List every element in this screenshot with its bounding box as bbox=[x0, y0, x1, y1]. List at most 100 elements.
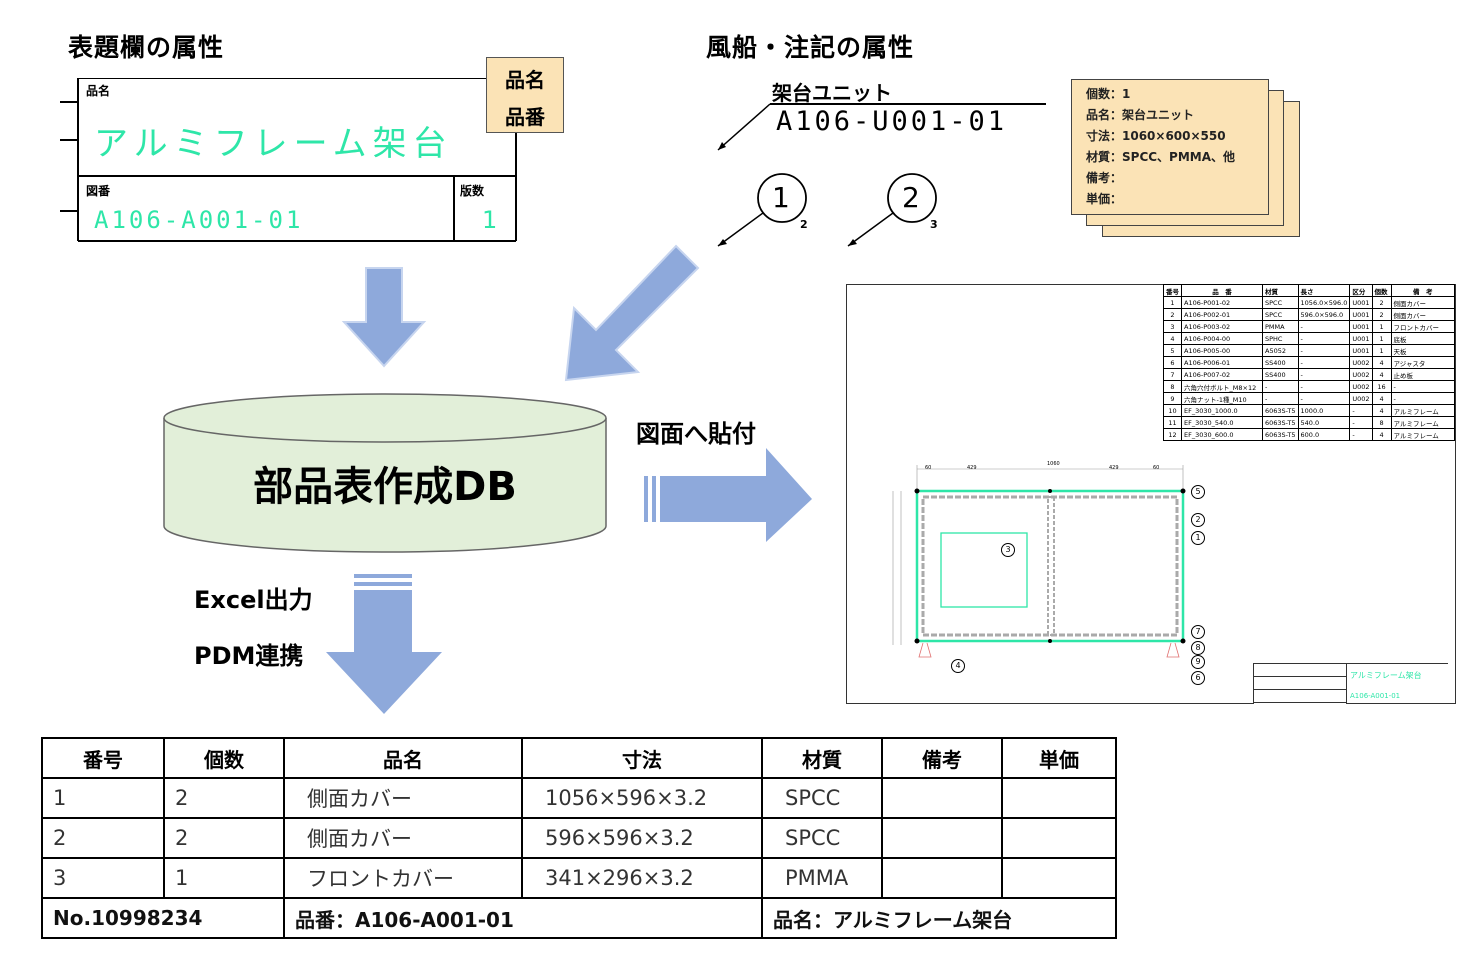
dimension-label: 429 bbox=[1109, 465, 1119, 471]
drawing-balloon: 5 bbox=[1191, 485, 1205, 499]
cell: - bbox=[1297, 392, 1351, 405]
revision-value: 1 bbox=[482, 206, 498, 234]
cell: - bbox=[1262, 392, 1299, 405]
cell: 品 番 bbox=[1181, 284, 1263, 297]
cell bbox=[881, 817, 1003, 859]
database-label: 部品表作成DB bbox=[253, 464, 517, 510]
cell: 4 bbox=[1371, 356, 1392, 369]
excel-label: Excel出力 bbox=[194, 586, 313, 614]
cell: SPCC bbox=[1262, 296, 1299, 309]
arrow-down-icon bbox=[341, 267, 427, 368]
drawing-table-header: 番号 品 番 材質 長さ 区分 個数 備 考 bbox=[1163, 284, 1456, 297]
cell: - bbox=[1297, 320, 1351, 333]
cell: U001 bbox=[1349, 344, 1373, 357]
cell: - bbox=[1390, 380, 1456, 393]
balloon-graphics bbox=[717, 103, 1046, 247]
cell: - bbox=[1262, 380, 1299, 393]
bom-header-row: 番号 個数 品名 寸法 材質 備考 単価 bbox=[41, 737, 1117, 779]
drawing-balloon: 4 bbox=[951, 659, 965, 673]
paste-label: 図面へ貼付 bbox=[636, 420, 756, 448]
cell: 1 bbox=[41, 777, 165, 819]
cell: A106-P002-01 bbox=[1181, 308, 1263, 321]
arrow-right-icon bbox=[660, 448, 812, 542]
cell: 1000.0 bbox=[1297, 404, 1351, 417]
pdm-label: PDM連携 bbox=[194, 642, 304, 670]
cell: 2 bbox=[1163, 308, 1182, 321]
cell: 16 bbox=[1371, 380, 1392, 393]
cell: 4 bbox=[1371, 428, 1392, 441]
cell: 側面カバー bbox=[283, 777, 523, 819]
cell: EF_3030_600.0 bbox=[1181, 428, 1263, 441]
bom-header: 材質 bbox=[761, 737, 883, 779]
cell: 六角穴付ボルト_M8×12 bbox=[1181, 380, 1263, 393]
tag-number: 品番 bbox=[505, 105, 545, 129]
cell: U002 bbox=[1349, 380, 1373, 393]
drawing-balloon: 3 bbox=[1001, 543, 1015, 557]
cell: - bbox=[1390, 392, 1456, 405]
cell: 2 bbox=[163, 777, 285, 819]
bom-header: 備考 bbox=[881, 737, 1003, 779]
table-row: 2 2 側面カバー 596×596×3.2 SPCC bbox=[41, 817, 1117, 859]
cell: U001 bbox=[1349, 308, 1373, 321]
balloon-1-number: 1 bbox=[772, 181, 790, 214]
table-row: 3 1 フロントカバー 341×296×3.2 PMMA bbox=[41, 857, 1117, 899]
balloon-heading: 風船・注記の属性 bbox=[706, 33, 915, 62]
cell: U002 bbox=[1349, 368, 1373, 381]
cell: 4 bbox=[1163, 332, 1182, 345]
footer-part-name: 品名：アルミフレーム架台 bbox=[761, 897, 1117, 939]
cell: 596×596×3.2 bbox=[521, 817, 763, 859]
cell: U001 bbox=[1349, 320, 1373, 333]
title-block: 品名 アルミフレーム架台 図番 A106-A001-01 版数 1 bbox=[60, 78, 518, 243]
cell: U001 bbox=[1349, 332, 1373, 345]
bom-header: 寸法 bbox=[521, 737, 763, 779]
drawing-balloon: 1 bbox=[1191, 531, 1205, 545]
cell: 六角ナット-1種_M10 bbox=[1181, 392, 1263, 405]
cell: SPHC bbox=[1262, 332, 1299, 345]
note-card: 個数：1 品名：架台ユニット 寸法：1060×600×550 材質：SPCC、P… bbox=[1071, 79, 1269, 215]
cell: 2 bbox=[163, 817, 285, 859]
cell: フロントカバー bbox=[283, 857, 523, 899]
tag-name: 品名 bbox=[505, 68, 545, 92]
unit-name: 架台ユニット bbox=[772, 81, 892, 105]
cell: 長さ bbox=[1297, 284, 1351, 297]
cell: 1 bbox=[1371, 320, 1392, 333]
cell: SS400 bbox=[1262, 356, 1299, 369]
cell: 4 bbox=[1371, 368, 1392, 381]
dimension-label: 1060 bbox=[1047, 461, 1060, 467]
cell bbox=[881, 857, 1003, 899]
cell: A106-P007-02 bbox=[1181, 368, 1263, 381]
cell: - bbox=[1349, 404, 1373, 417]
footer-no: No.10998234 bbox=[41, 897, 285, 939]
cell: 6063S-T5 bbox=[1262, 404, 1299, 417]
cell: 9 bbox=[1163, 392, 1182, 405]
dimension-label: 60 bbox=[925, 465, 932, 471]
drawing-balloon: 2 bbox=[1191, 513, 1205, 527]
cell bbox=[1001, 857, 1117, 899]
note-line: 材質：SPCC、PMMA、他 bbox=[1086, 150, 1236, 164]
cell: 1056×596×3.2 bbox=[521, 777, 763, 819]
cell: アルミフレーム bbox=[1390, 416, 1456, 429]
cell: アジャスタ bbox=[1390, 356, 1456, 369]
drawing-no-value: A106-A001-01 bbox=[94, 206, 304, 234]
cell: アルミフレーム bbox=[1390, 404, 1456, 417]
cell: 備 考 bbox=[1390, 284, 1456, 297]
title-attr-tag: 品名 品番 bbox=[486, 57, 564, 133]
bom-header: 品名 bbox=[283, 737, 523, 779]
note-line: 品名：架台ユニット bbox=[1086, 108, 1195, 122]
arrow-diagonal-icon bbox=[564, 244, 700, 382]
cell: EF_3030_1000.0 bbox=[1181, 404, 1263, 417]
cell bbox=[1001, 777, 1117, 819]
cell: - bbox=[1297, 368, 1351, 381]
cell: 側面カバー bbox=[283, 817, 523, 859]
cell: 7 bbox=[1163, 368, 1182, 381]
table-row: 1 2 側面カバー 1056×596×3.2 SPCC bbox=[41, 777, 1117, 819]
cell: 5 bbox=[1163, 344, 1182, 357]
cell: 6 bbox=[1163, 356, 1182, 369]
